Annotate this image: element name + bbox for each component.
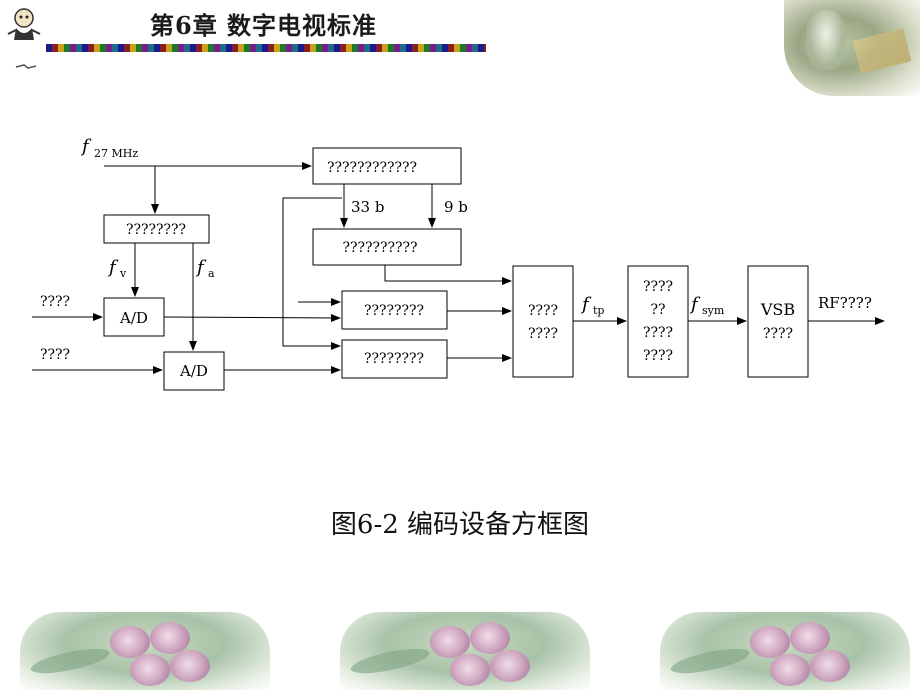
fec-label-3: ????: [643, 325, 673, 341]
video-encoder-label: ????????: [364, 303, 424, 319]
cartoon-logo-icon: [7, 8, 41, 40]
clock-divider-label: ????????: [126, 222, 186, 238]
fv-sub-label: v: [119, 267, 127, 280]
rose-decoration-right: [660, 612, 910, 690]
fa-label: f: [195, 257, 207, 278]
fv-label: f: [107, 257, 119, 278]
bits-9-label: 9 b: [444, 198, 468, 216]
vsb-label-1: VSB: [760, 300, 795, 319]
mid-generator-box: [312, 228, 462, 266]
top-generator-label: ????????????: [327, 160, 417, 176]
fa-sub-label: a: [208, 267, 215, 280]
ftp-sub-label: tp: [593, 304, 604, 317]
glass-image: [806, 10, 846, 70]
fsym-label: f: [689, 294, 701, 315]
vsb-box: [747, 265, 809, 378]
ad-video-label: A/D: [119, 309, 148, 327]
fec-label-4: ????: [643, 348, 673, 364]
mux-label-2: ????: [528, 326, 558, 342]
figure-caption: 图6-2 编码设备方框图: [330, 510, 590, 540]
vsb-label-2: ????: [763, 326, 793, 342]
clock-f-label: f: [80, 136, 92, 157]
fsym-sub-label: sym: [702, 304, 725, 317]
fec-label-2: ??: [650, 302, 665, 318]
ad-audio-box: [163, 351, 225, 391]
ad-audio-label: A/D: [179, 362, 208, 380]
corner-decorative-photo: [784, 0, 920, 96]
clock-divider-box: [103, 214, 210, 244]
audio-input-label: ????: [40, 347, 70, 363]
bits-33-label: 33 b: [351, 198, 384, 216]
ftp-label: f: [580, 294, 592, 315]
rose-decoration-center: [340, 612, 590, 690]
mux-box: [512, 265, 574, 378]
dash-mark-icon: [15, 64, 37, 69]
mux-label-1: ????: [528, 303, 558, 319]
rose-decoration-left: [20, 612, 270, 690]
video-input-label: ????: [40, 294, 70, 310]
rf-output-label: RF????: [818, 294, 872, 312]
title-underline-bar: [46, 44, 486, 52]
top-generator-box: [312, 147, 462, 185]
clock-sub-label: 27 MHz: [94, 147, 138, 160]
page-title: 第6章 数字电视标准: [150, 11, 378, 40]
video-encoder-box: [341, 290, 448, 330]
audio-encoder-box: [341, 339, 448, 379]
audio-encoder-label: ????????: [364, 351, 424, 367]
mid-generator-label: ??????????: [342, 240, 417, 256]
fec-label-1: ????: [643, 279, 673, 295]
